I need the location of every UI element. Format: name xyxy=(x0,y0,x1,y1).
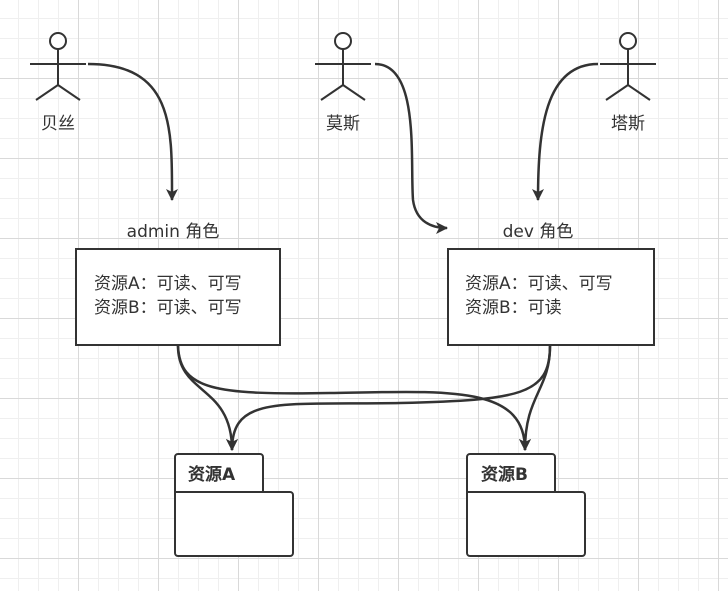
role-box-dev[interactable]: 资源A：可读、可写 资源B：可读 xyxy=(447,248,655,346)
role-title-admin: admin 角色 xyxy=(126,222,220,242)
role-permission-line: 资源B：可读 xyxy=(465,298,562,318)
resource-label-b: 资源B xyxy=(481,465,528,485)
package-body xyxy=(174,491,294,557)
actor-label-tasi: 塔斯 xyxy=(611,114,645,134)
actor-label-mosi: 莫斯 xyxy=(326,114,360,134)
actor-head xyxy=(334,32,352,50)
edge-admin-to-resource-a[interactable] xyxy=(176,345,238,451)
actor-label-beisi: 贝丝 xyxy=(41,114,75,134)
role-permission-line: 资源A：可读、可写 xyxy=(94,274,242,294)
package-body xyxy=(466,491,586,557)
actor-figure-tasi[interactable] xyxy=(600,32,656,101)
edge-tasi-to-dev[interactable] xyxy=(532,62,599,201)
edge-beisi-to-admin[interactable] xyxy=(87,62,179,201)
role-title-dev: dev 角色 xyxy=(502,222,574,242)
role-permission-line: 资源B：可读、可写 xyxy=(94,298,242,318)
edge-mosi-to-dev[interactable] xyxy=(374,62,448,234)
role-permission-line: 资源A：可读、可写 xyxy=(465,274,613,294)
actor-head xyxy=(49,32,67,50)
role-box-admin[interactable]: 资源A：可读、可写 资源B：可读、可写 xyxy=(75,248,281,346)
edge-dev-to-resource-a[interactable] xyxy=(226,345,552,451)
edge-admin-to-resource-b[interactable] xyxy=(176,345,531,451)
actor-head xyxy=(619,32,637,50)
edge-dev-to-resource-b[interactable] xyxy=(519,345,552,451)
actor-figure-mosi[interactable] xyxy=(315,32,371,101)
package-tab xyxy=(174,453,264,495)
resource-label-a: 资源A xyxy=(188,465,236,485)
actor-figure-beisi[interactable] xyxy=(30,32,86,101)
